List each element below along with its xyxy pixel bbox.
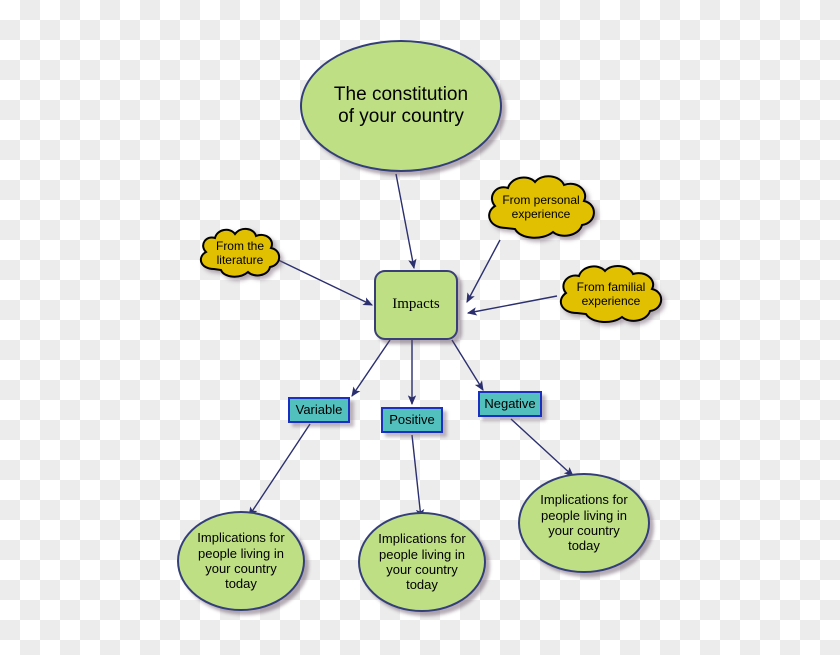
node-personal-line1: From personal — [502, 192, 580, 207]
impl-pos-line1: Implications for — [378, 531, 466, 547]
cloud-shape-icon — [488, 175, 595, 239]
impl-pos-line4: today — [406, 577, 438, 593]
impl-neg-line1: Implications for — [540, 492, 628, 508]
node-familial-experience[interactable]: From familial experience — [552, 262, 670, 326]
node-implications-positive[interactable]: Implications for people living in your c… — [358, 512, 486, 612]
node-implications-variable[interactable]: Implications for people living in your c… — [177, 511, 305, 611]
node-personal-line2: experience — [511, 207, 571, 221]
node-personal-experience[interactable]: From personal experience — [480, 172, 602, 242]
node-implications-positive-label: Implications for people living in your c… — [378, 531, 465, 592]
edge-personal-impacts — [466, 239, 501, 303]
node-constitution-line1: The constitution — [333, 83, 469, 105]
edge-positive-implications — [411, 434, 425, 520]
node-personal-experience-label: From personal experience — [480, 172, 602, 242]
impl-neg-line4: today — [568, 538, 600, 554]
node-constitution-label: The constitution of your country — [334, 84, 468, 129]
node-variable[interactable]: Variable — [288, 397, 350, 423]
node-negative-label: Negative — [484, 396, 536, 412]
edge-impacts-negative — [451, 339, 484, 391]
edge-literature-impacts — [271, 256, 374, 306]
node-familial-line1: From familial — [576, 279, 646, 294]
node-implications-variable-label: Implications for people living in your c… — [197, 530, 284, 591]
cloud-shape-icon — [199, 228, 281, 278]
edge-negative-implications — [510, 418, 574, 477]
node-literature-label: From the literature — [194, 225, 286, 281]
impl-pos-line3: your country — [386, 562, 458, 577]
node-familial-line2: experience — [581, 294, 641, 308]
edge-impacts-variable — [351, 339, 391, 397]
impl-var-line3: your country — [205, 561, 277, 576]
impl-neg-line2: people living in — [540, 507, 627, 523]
node-constitution-line2: of your country — [338, 106, 464, 127]
edge-constitution-impacts — [395, 173, 417, 270]
node-literature[interactable]: From the literature — [194, 225, 286, 281]
node-implications-negative-label: Implications for people living in your c… — [540, 492, 627, 553]
node-constitution[interactable]: The constitution of your country — [300, 40, 502, 172]
node-positive[interactable]: Positive — [381, 407, 443, 433]
impl-pos-line2: people living in — [378, 546, 465, 562]
impl-var-line1: Implications for — [197, 530, 285, 546]
impl-var-line4: today — [225, 576, 257, 592]
edge-variable-implications — [248, 423, 311, 517]
node-impacts[interactable]: Impacts — [374, 270, 458, 340]
node-familial-experience-label: From familial experience — [552, 262, 670, 326]
node-variable-label: Variable — [295, 402, 343, 418]
cloud-shape-icon — [559, 265, 663, 323]
edge-familial-impacts — [466, 295, 558, 316]
node-literature-line1: From the — [215, 238, 264, 253]
impl-neg-line3: your country — [548, 523, 620, 538]
node-negative[interactable]: Negative — [478, 391, 542, 417]
node-positive-label: Positive — [389, 412, 435, 428]
node-literature-line2: literature — [216, 253, 264, 267]
node-implications-negative[interactable]: Implications for people living in your c… — [518, 473, 650, 573]
node-impacts-label: Impacts — [392, 296, 440, 313]
impl-var-line2: people living in — [197, 545, 284, 561]
